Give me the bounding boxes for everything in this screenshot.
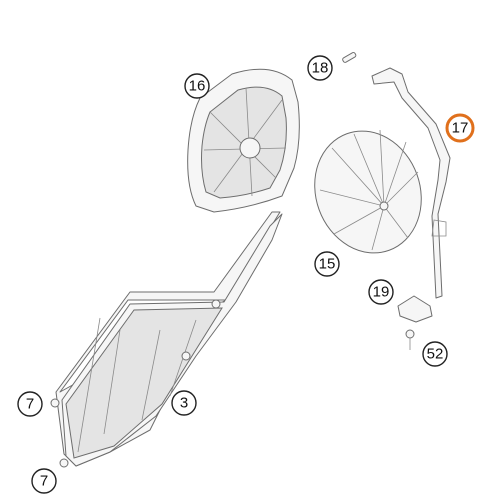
callout-7-lower: 7 xyxy=(31,468,57,494)
svg-text:3: 3 xyxy=(180,395,188,412)
callout-3: 3 xyxy=(171,390,197,416)
svg-text:7: 7 xyxy=(40,473,48,490)
air-filter xyxy=(314,129,422,254)
fastener-upper xyxy=(50,398,60,408)
screw xyxy=(405,329,415,350)
svg-text:16: 16 xyxy=(189,78,206,95)
callout-7-upper: 7 xyxy=(17,391,43,417)
pin xyxy=(342,52,357,63)
svg-text:7: 7 xyxy=(26,396,34,413)
bracket-clip xyxy=(397,295,433,323)
svg-text:17: 17 xyxy=(452,120,469,137)
air-filter-cage xyxy=(187,68,300,213)
callout-52: 52 xyxy=(422,341,448,367)
callout-17-highlighted: 17 xyxy=(445,113,475,143)
filter-holder xyxy=(371,67,451,299)
callout-15: 15 xyxy=(314,251,340,277)
svg-text:52: 52 xyxy=(427,346,444,363)
fastener-lower xyxy=(59,458,69,468)
callout-18: 18 xyxy=(307,55,333,81)
svg-text:19: 19 xyxy=(373,284,390,301)
svg-text:18: 18 xyxy=(312,60,329,77)
callout-19: 19 xyxy=(368,279,394,305)
side-cover xyxy=(55,211,283,467)
svg-text:15: 15 xyxy=(319,256,336,273)
callout-16: 16 xyxy=(184,73,210,99)
